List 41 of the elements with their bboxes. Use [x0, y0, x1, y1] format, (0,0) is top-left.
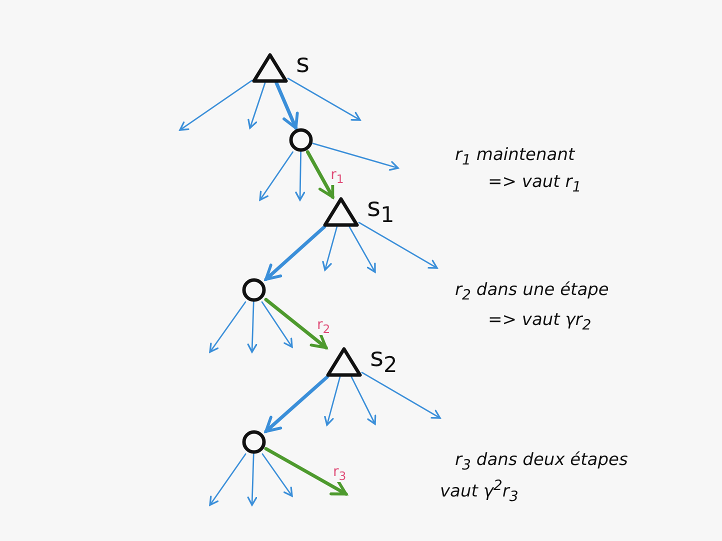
arrow [209, 301, 246, 353]
state-triangle [323, 197, 359, 227]
arrow [324, 376, 341, 426]
state-label: s [296, 51, 310, 77]
arrow [247, 301, 258, 353]
arrow [264, 447, 348, 496]
note-text: => vaut r$_{1}$ [488, 172, 582, 196]
arrow [348, 226, 376, 273]
arrow [264, 375, 329, 434]
arrow [248, 82, 266, 129]
arrow [274, 81, 299, 130]
action-circle [242, 278, 266, 302]
note-text: r$_{3}$ dans deux étapes [455, 450, 628, 474]
note-text: vaut γ$^{2}$r$_{3}$ [440, 478, 518, 506]
state-triangle [326, 347, 362, 377]
state-triangle [252, 53, 288, 83]
arrow [287, 78, 361, 121]
arrow [264, 225, 326, 281]
note-text: r$_{2}$ dans une étape [455, 280, 609, 304]
arrow [262, 453, 293, 497]
action-circle [242, 430, 266, 454]
arrow [361, 372, 441, 419]
state-label: s$_{2}$ [370, 345, 398, 377]
arrow [247, 453, 258, 506]
arrow [264, 298, 328, 350]
note-text: => vaut γr$_{2}$ [488, 310, 592, 334]
state-label: s$_{1}$ [367, 195, 394, 227]
arrow [322, 226, 338, 271]
arrow [179, 80, 253, 131]
arrow [312, 142, 399, 171]
edge-label: r$_{2}$ [316, 318, 332, 336]
action-circle [289, 128, 313, 152]
arrow [209, 453, 246, 506]
arrow [306, 150, 334, 199]
arrow [259, 151, 294, 201]
arrow [261, 301, 293, 348]
note-text: r$_{1}$ maintenant [455, 145, 575, 170]
arrow [295, 151, 306, 201]
arrow [350, 376, 376, 425]
edge-label: r$_{1}$ [330, 168, 345, 186]
arrow [358, 222, 438, 269]
